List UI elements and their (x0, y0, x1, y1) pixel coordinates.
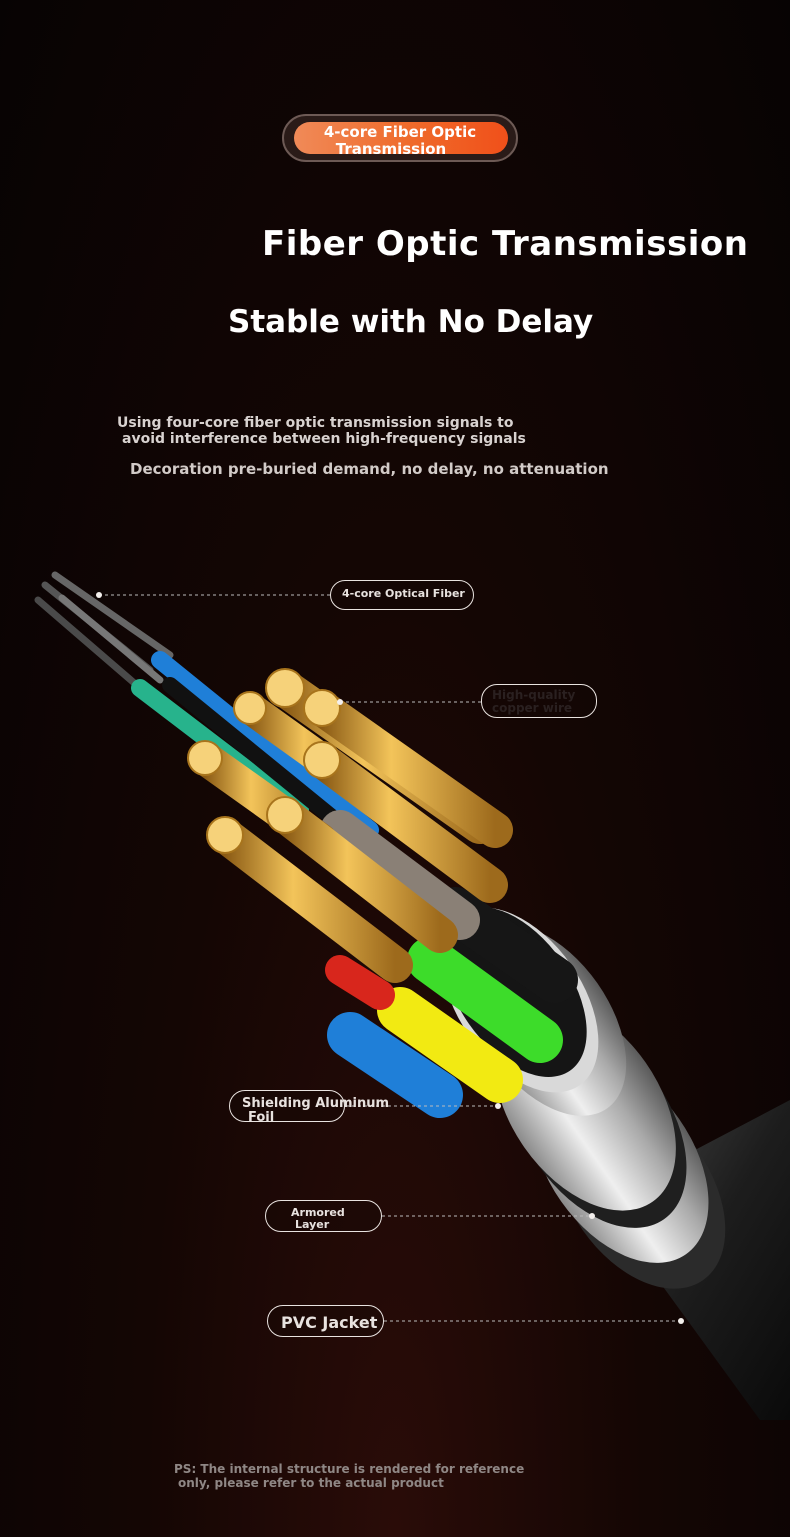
callout-optical-fiber-label: 4-core Optical Fiber (342, 587, 465, 600)
callout-shielding-line-1: Shielding Aluminum (242, 1096, 390, 1111)
badge-highlight (294, 122, 508, 154)
footnote-line-1: PS: The internal structure is rendered f… (174, 1462, 525, 1476)
feature-badge: 4-core Fiber Optic Transmission (282, 114, 518, 162)
dot-pvc (678, 1318, 684, 1324)
callout-armored-line-2: Layer (295, 1218, 330, 1231)
copper-end-6 (266, 796, 304, 834)
copper-wire-7 (207, 817, 413, 983)
callout-optical-fiber: 4-core Optical Fiber (330, 580, 474, 610)
dot-optical (96, 592, 102, 598)
dot-armored (589, 1213, 595, 1219)
page-title: Fiber Optic Transmission (262, 224, 749, 264)
callout-copper-line-2: copper wire (492, 701, 573, 715)
fiber-blue-sleeve (151, 651, 379, 839)
footnote: PS: The internal structure is rendered f… (174, 1462, 524, 1490)
callout-armored: Armored Layer (265, 1200, 382, 1232)
callout-armored-line-1: Armored (291, 1206, 345, 1219)
copper-wire-6 (267, 797, 458, 953)
blue-wire (327, 1012, 463, 1118)
description-line-3: Decoration pre-buried demand, no delay, … (130, 460, 609, 478)
copper-end-4 (303, 741, 341, 779)
copper-end-2 (303, 689, 341, 727)
copper-wire-4 (304, 742, 508, 903)
optical-fiber-1 (51, 571, 174, 659)
optical-fiber-4 (34, 596, 144, 692)
cable-illustration (34, 571, 790, 1420)
badge-line-1: 4-core Fiber Optic (323, 123, 477, 141)
center-filler (320, 810, 480, 940)
yellow-wire (377, 987, 523, 1103)
red-wire (325, 955, 395, 1010)
callout-copper-wire: High-quality copper wire (481, 684, 597, 718)
copper-end-1 (265, 668, 305, 708)
description-line-2: avoid interference between high-frequenc… (122, 431, 526, 447)
dot-shielding (495, 1103, 501, 1109)
copper-end-3 (233, 691, 267, 725)
dot-copper (337, 699, 343, 705)
description-line-1: Using four-core fiber optic transmission… (117, 415, 514, 431)
callout-pvc-label: PVC Jacket (281, 1313, 378, 1332)
page-subtitle: Stable with No Delay (228, 304, 594, 340)
copper-end-7 (206, 816, 244, 854)
green-wire (407, 937, 563, 1063)
callout-copper-line-1: High-quality (492, 688, 576, 702)
footnote-line-2: only, please refer to the actual product (178, 1476, 444, 1490)
callout-pvc: PVC Jacket (267, 1305, 384, 1337)
copper-end-5 (187, 740, 223, 776)
badge-line-2: Transmission (335, 140, 447, 158)
optical-fiber-3 (58, 594, 164, 684)
callout-shielding: Shielding Aluminum Foil (229, 1090, 389, 1125)
callout-shielding-line-2: Foil (248, 1110, 275, 1125)
copper-wire-2 (304, 690, 513, 848)
